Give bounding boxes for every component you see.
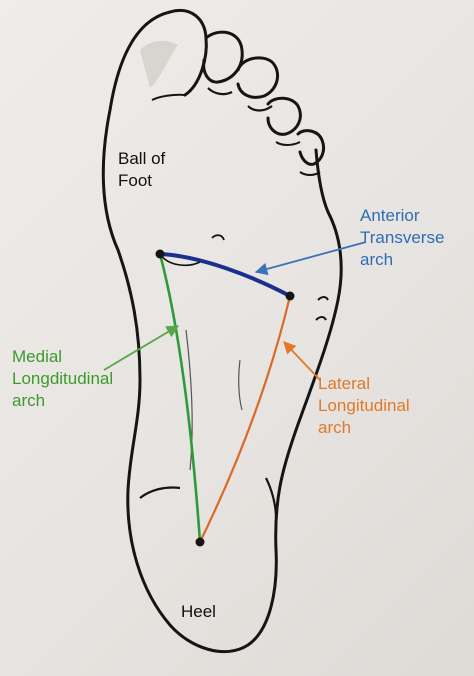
foot-outline xyxy=(101,10,343,654)
fourth-toe-crease xyxy=(275,141,301,146)
ball-sketch-line xyxy=(211,234,225,241)
heel-sketch-left xyxy=(139,486,181,499)
heel-point xyxy=(195,537,205,547)
lateral-arch-pointer xyxy=(283,341,321,381)
big-toe-shadow xyxy=(140,40,178,88)
fourth-toe-outline xyxy=(266,96,302,136)
third-toe-crease xyxy=(247,105,273,112)
anterior-transverse-arch-line xyxy=(158,252,292,298)
medial-arch-pointer xyxy=(103,325,180,371)
big-toe-crease xyxy=(151,93,186,101)
anterior-arch-pointer xyxy=(254,241,367,276)
big-toe-outline xyxy=(168,9,208,97)
second-toe-crease xyxy=(207,87,233,96)
little-toe-crease xyxy=(299,171,321,176)
ball-lateral-point xyxy=(285,291,295,301)
heel-sketch-right xyxy=(265,477,278,519)
second-toe-outline xyxy=(202,30,244,84)
ball-of-foot-label: Ball of Foot xyxy=(118,149,166,190)
anterior-transverse-arch-label: Anterior Transverse arch xyxy=(360,206,445,269)
inner-sole-line xyxy=(185,329,193,471)
lateral-sole-marks xyxy=(315,296,329,321)
third-toe-outline xyxy=(236,56,280,99)
medial-longitudinal-arch-line xyxy=(158,252,202,544)
heel-label: Heel xyxy=(181,602,216,621)
medial-longitudinal-arch-label: Medial Longditudinal arch xyxy=(12,347,114,410)
mid-sole-line xyxy=(238,359,243,411)
lateral-longitudinal-arch-label: Lateral Longitudinal arch xyxy=(318,374,410,437)
lateral-longitudinal-arch-line xyxy=(198,294,292,544)
ball-medial-point xyxy=(155,249,165,259)
little-toe-outline xyxy=(296,129,326,166)
